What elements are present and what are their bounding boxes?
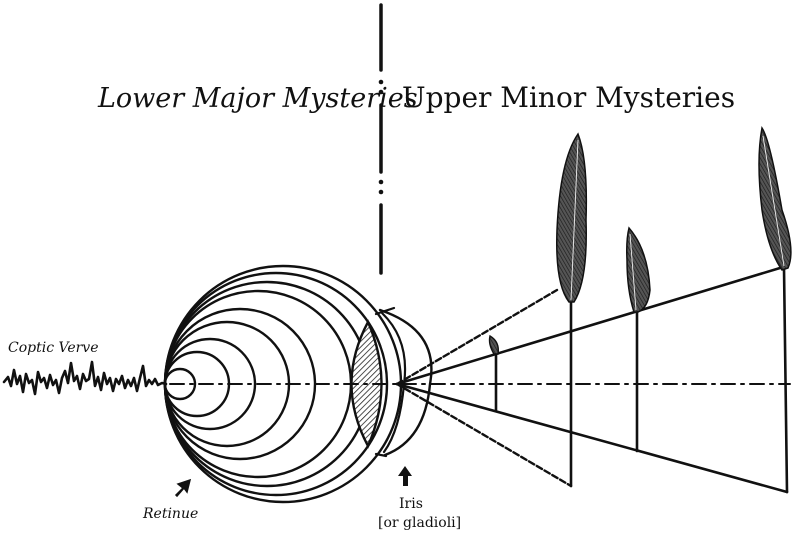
label-iris: Iris (399, 496, 423, 512)
light-rays (395, 266, 789, 494)
iris-arrow-icon (398, 466, 412, 486)
label-retina: Retinue (142, 506, 198, 522)
feather-icon (626, 226, 651, 313)
feather-icon (758, 126, 792, 271)
divider-line (378, 3, 384, 275)
feather-icon (556, 132, 588, 303)
label-optic-nerve: Coptic Verve (8, 340, 99, 356)
feather-stems (494, 266, 789, 494)
label-iris-alt: [or gladioli] (378, 515, 461, 531)
title-left: Lower Major Mysteries (97, 83, 418, 114)
retina-arrow-icon (174, 478, 192, 498)
feather-icon (488, 334, 500, 355)
title-right: Upper Minor Mysteries (402, 81, 735, 114)
optic-nerve-line (2, 360, 168, 396)
feathers (488, 126, 792, 355)
